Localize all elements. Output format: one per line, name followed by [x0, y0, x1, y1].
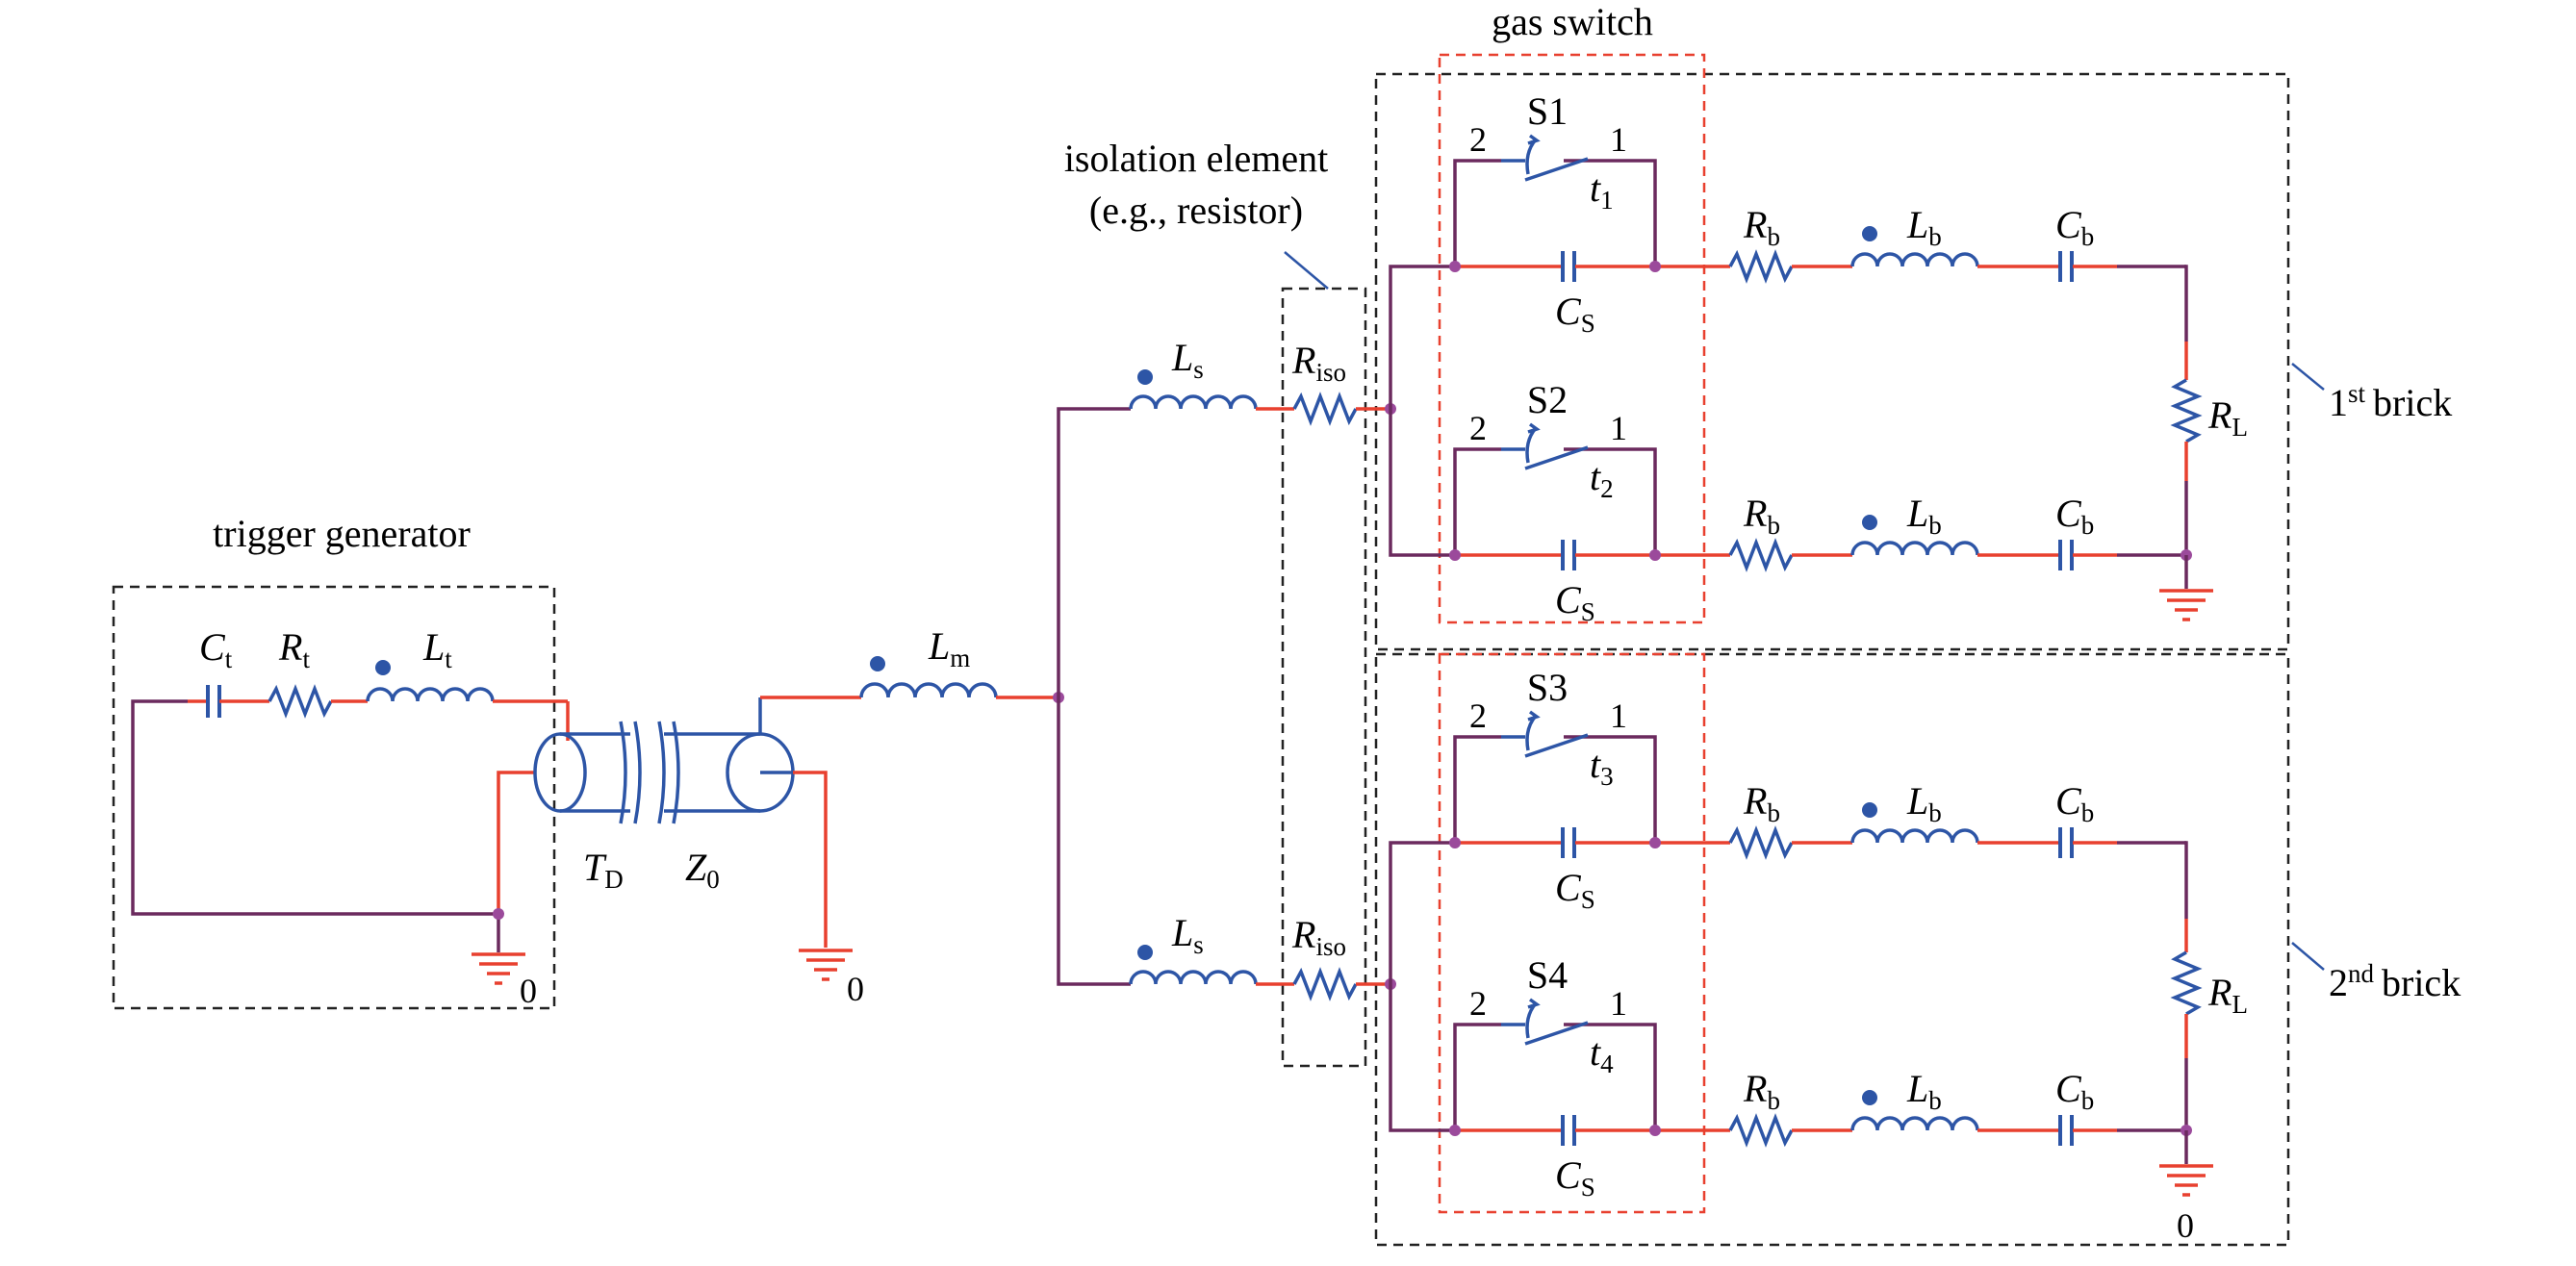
rb-2-label: Rb — [1743, 492, 1780, 540]
lb-3-label: Lb — [1906, 779, 1942, 827]
switch-4-arc-icon — [1525, 1001, 1538, 1039]
cb-4-label: Cb — [2055, 1067, 2094, 1115]
brick-2-leader-line — [2291, 942, 2325, 971]
cb-1-label: Cb — [2055, 203, 2094, 251]
gas-switch-label: gas switch — [1492, 0, 1653, 43]
switch-4-time-label: t4 — [1590, 1030, 1614, 1078]
brick-2-box — [1374, 652, 2290, 1247]
rb-resistor — [1728, 538, 1794, 572]
gas-switch-box-upper — [1438, 53, 1706, 624]
rb-resistor — [1728, 249, 1794, 284]
switch-2-blade — [1524, 445, 1589, 470]
isolation-element-label: isolation element — [1064, 137, 1328, 180]
switch-3-time-label: t3 — [1590, 743, 1614, 791]
lb-inductor — [1850, 541, 1979, 556]
trigger-generator-box — [112, 585, 556, 1010]
isolation-element-example-label: (e.g., resistor) — [1089, 189, 1303, 232]
isolation-element-box — [1281, 287, 1367, 1068]
cs-2-label: CS — [1555, 578, 1595, 626]
rl-brick-2-label: RL — [2207, 971, 2248, 1019]
switch-1-time-label: t1 — [1590, 166, 1614, 215]
switch-3-blade — [1524, 733, 1589, 758]
lt-label: Lt — [422, 625, 452, 673]
switch-1-arc-icon — [1525, 138, 1538, 175]
lm-label: Lm — [928, 624, 970, 672]
rb-4-label: Rb — [1743, 1067, 1780, 1115]
transmission-line — [533, 697, 853, 981]
switch-4-name: S4 — [1527, 953, 1568, 997]
riso-upper-label: Riso — [1291, 339, 1346, 387]
switch-4-blade — [1524, 1021, 1589, 1046]
rl-brick-1-label: RL — [2207, 393, 2248, 442]
switch-3-arc-icon — [1525, 714, 1538, 751]
cs-4-label: CS — [1555, 1153, 1595, 1202]
switch-3-pin-2: 2 — [1469, 696, 1487, 735]
switch-2-name: S2 — [1527, 378, 1568, 421]
switch-1-pin-1: 1 — [1610, 120, 1627, 159]
load-section — [2159, 265, 2213, 1197]
isolation-leader-line — [1284, 251, 1329, 290]
ground-zero-load: 0 — [2177, 1206, 2194, 1245]
ground-zero-line: 0 — [847, 970, 864, 1008]
lb-1-label: Lb — [1906, 203, 1942, 251]
ls-upper-label: Ls — [1171, 336, 1204, 384]
lb-inductor — [1850, 1116, 1979, 1131]
rt-label: Rt — [278, 625, 310, 673]
switch-2-arc-icon — [1525, 426, 1538, 464]
cb-3-label: Cb — [2055, 779, 2094, 827]
cs-1-label: CS — [1555, 290, 1595, 338]
lb-inductor — [1850, 828, 1979, 844]
ls-lower-label: Ls — [1171, 911, 1204, 959]
rb-3-label: Rb — [1743, 779, 1780, 827]
switch-2-pin-1: 1 — [1610, 409, 1627, 447]
brick-1-leader-line — [2291, 363, 2325, 391]
lb-4-label: Lb — [1906, 1067, 1942, 1115]
rb-resistor — [1728, 1113, 1794, 1148]
cs-3-label: CS — [1555, 866, 1595, 914]
gas-switch-box-lower — [1438, 652, 1706, 1214]
switch-1-name: S1 — [1527, 89, 1568, 133]
switch-2-pin-2: 2 — [1469, 409, 1487, 447]
ct-label: Ct — [199, 625, 233, 673]
td-label: TD — [583, 846, 624, 894]
switch-2-time-label: t2 — [1590, 455, 1614, 503]
switch-4-pin-1: 1 — [1610, 984, 1627, 1023]
switch-3-pin-1: 1 — [1610, 696, 1627, 735]
main-branch — [760, 265, 1455, 1132]
riso-lower-label: Riso — [1291, 913, 1346, 961]
trigger-generator-label: trigger generator — [213, 512, 471, 555]
switch-3-name: S3 — [1527, 666, 1568, 709]
z0-label: Z0 — [685, 846, 720, 894]
cb-2-label: Cb — [2055, 492, 2094, 540]
switch-1-blade — [1524, 157, 1589, 182]
switch-1-pin-2: 2 — [1469, 120, 1487, 159]
switch-4-pin-2: 2 — [1469, 984, 1487, 1023]
trigger-generator — [131, 660, 570, 985]
rb-resistor — [1728, 825, 1794, 860]
ground-zero-trigger: 0 — [520, 972, 537, 1010]
brick-1-box — [1374, 72, 2290, 651]
lb-2-label: Lb — [1906, 492, 1942, 540]
rb-1-label: Rb — [1743, 203, 1780, 251]
lb-inductor — [1850, 252, 1979, 267]
